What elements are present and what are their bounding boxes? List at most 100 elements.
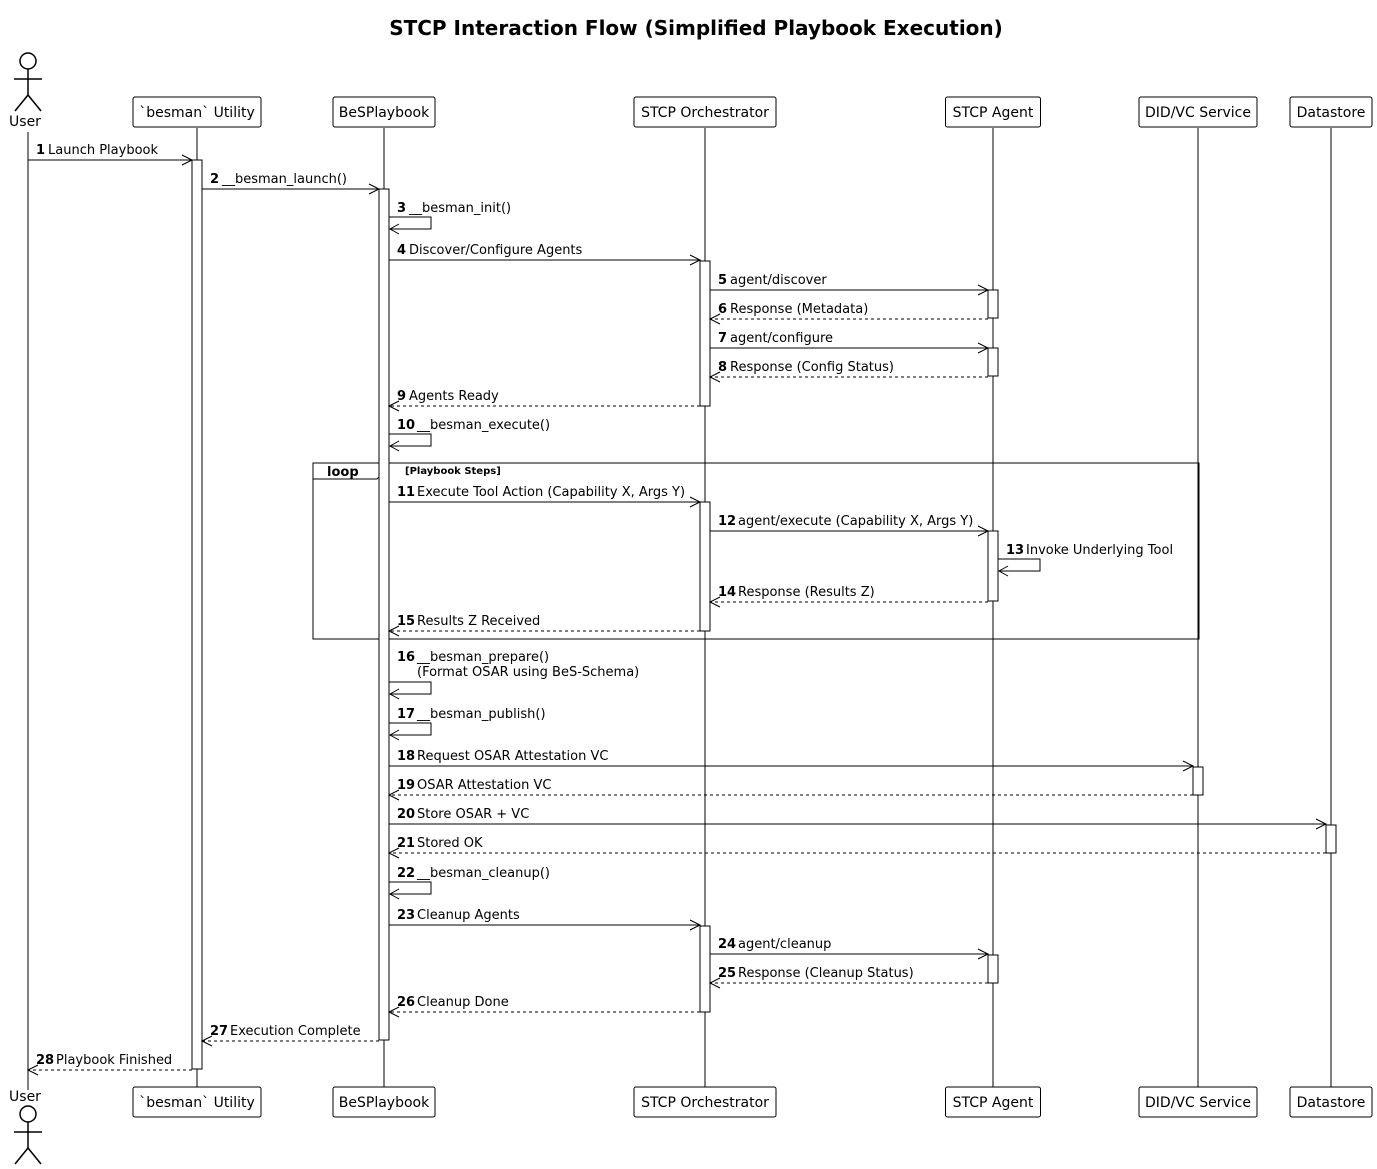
loop-fragment: loop[Playbook Steps] — [312, 462, 1200, 640]
message-number: 9 — [397, 389, 406, 404]
message-label: OSAR Attestation VC — [417, 778, 551, 793]
message-number: 3 — [397, 201, 406, 216]
activation-bar — [191, 159, 203, 1070]
message-number: 12 — [718, 514, 736, 529]
activation-bar — [987, 954, 999, 984]
participant-label: STCP Orchestrator — [641, 105, 769, 121]
message-label: __besman_cleanup() — [416, 866, 550, 881]
activation-bar — [699, 260, 711, 407]
message-label: Results Z Received — [417, 614, 540, 629]
message-line — [389, 216, 432, 230]
actor-user-label: User — [9, 1089, 41, 1105]
message-10: 10__besman_execute() — [388, 418, 550, 452]
participant-label: BeSPlaybook — [339, 105, 430, 121]
message-label: agent/execute (Capability X, Args Y) — [738, 514, 973, 529]
actor-user-label: User — [9, 114, 41, 130]
arrow-head — [387, 625, 400, 637]
participant-label: Datastore — [1297, 1095, 1366, 1111]
participant-ds-bottom: Datastore — [1289, 1086, 1373, 1118]
message-label: __besman_launch() — [221, 172, 347, 187]
message-number: 23 — [397, 908, 415, 923]
arrow-head — [977, 342, 990, 354]
participant-label: Datastore — [1297, 105, 1366, 121]
arrow-head — [388, 223, 400, 235]
participant-ds-top: Datastore — [1289, 96, 1373, 128]
arrow-head — [1182, 760, 1195, 772]
arrow-head — [388, 688, 400, 700]
activation-bar — [987, 347, 999, 377]
arrow-head — [387, 1006, 400, 1018]
message-number: 1 — [36, 143, 45, 158]
message-number: 7 — [718, 331, 727, 346]
message-label: Response (Config Status) — [730, 360, 894, 375]
participant-pb-bottom: BeSPlaybook — [332, 1086, 436, 1118]
message-label: agent/configure — [730, 331, 833, 346]
participant-did-top: DID/VC Service — [1138, 96, 1258, 128]
arrow-head — [977, 948, 990, 960]
message-line — [389, 722, 432, 736]
activation-bar — [987, 530, 999, 602]
message-number: 22 — [397, 866, 415, 881]
message-label: __besman_init() — [408, 201, 511, 216]
arrow-head — [689, 496, 702, 508]
message-17: 17__besman_publish() — [388, 707, 546, 741]
message-number: 11 — [397, 485, 415, 500]
message-number: 5 — [718, 273, 727, 288]
participant-label: STCP Agent — [953, 1095, 1034, 1111]
message-2: 2__besman_launch() — [202, 172, 381, 195]
participant-label: `besman` Utility — [139, 105, 255, 121]
arrow-head — [387, 400, 400, 412]
message-label-line2: (Format OSAR using BeS-Schema) — [417, 665, 639, 680]
message-label: Response (Cleanup Status) — [738, 966, 914, 981]
arrow-head — [26, 1064, 39, 1076]
message-label: Execute Tool Action (Capability X, Args … — [417, 485, 685, 500]
activation-bar — [378, 188, 390, 1041]
message-number: 27 — [210, 1024, 228, 1039]
activation-bar — [1325, 824, 1337, 854]
arrow-head — [708, 313, 721, 325]
message-label: Invoke Underlying Tool — [1026, 543, 1173, 558]
message-number: 28 — [36, 1053, 54, 1068]
message-number: 20 — [397, 807, 415, 822]
participant-label: DID/VC Service — [1145, 105, 1251, 121]
activation-bar — [699, 501, 711, 632]
message-number: 26 — [397, 995, 415, 1010]
message-number: 18 — [397, 749, 415, 764]
arrow-head — [388, 440, 400, 452]
participant-util-top: `besman` Utility — [132, 96, 262, 128]
message-label: __besman_prepare() — [416, 650, 549, 665]
message-label: agent/discover — [730, 273, 827, 288]
participant-label: `besman` Utility — [139, 1095, 255, 1111]
message-line — [998, 558, 1041, 572]
arrow-head — [997, 565, 1009, 577]
arrow-head — [368, 183, 381, 195]
message-number: 25 — [718, 966, 736, 981]
arrow-head — [200, 1035, 213, 1047]
arrow-head — [387, 789, 400, 801]
participant-label: BeSPlaybook — [339, 1095, 430, 1111]
participant-label: STCP Orchestrator — [641, 1095, 769, 1111]
arrow-head — [387, 847, 400, 859]
message-label: agent/cleanup — [738, 937, 831, 952]
arrow-head — [977, 525, 990, 537]
arrow-head — [181, 154, 194, 166]
arrow-head — [708, 596, 721, 608]
message-label: Response (Metadata) — [730, 302, 868, 317]
message-22: 22__besman_cleanup() — [388, 866, 550, 900]
message-label: __besman_publish() — [416, 707, 546, 722]
arrow-head — [689, 919, 702, 931]
arrow-head — [708, 371, 721, 383]
